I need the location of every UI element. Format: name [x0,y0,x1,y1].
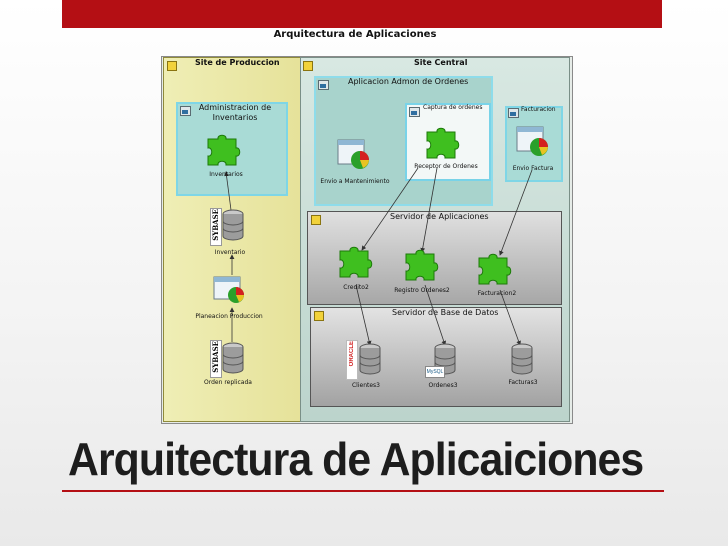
node-label-inventario: Inventario [214,249,246,256]
component-icon [508,108,519,118]
node-label-inventarios: Inventarios [209,171,243,178]
node-label-planeacion: Planeacion Produccion [195,313,263,320]
node-label-envio-mantenimiento: Envio a Mantenimiento [320,178,390,185]
puzzle-icon [478,253,512,285]
app-admon-ordenes-label: Aplicacion Admon de Ordenes [348,77,469,86]
site-central-label: Site Central [414,58,468,67]
sybase-logo: SYBASE [210,208,222,246]
puzzle-icon [426,127,460,159]
servidor-aplicaciones-label: Servidor de Aplicaciones [390,212,489,221]
component-icon [409,107,420,117]
application-window-icon [213,276,244,303]
node-label-envio-factura: Envio Factura [512,165,554,172]
database-icon [359,343,381,375]
servidor-base-datos-label: Servidor de Base de Datos [392,308,499,317]
puzzle-icon [339,246,373,278]
captura-ordenes-label: Captura de ordenes [423,104,483,111]
component-icon [180,106,191,116]
node-label-facturas3: Facturas3 [508,379,538,386]
application-window-icon [516,126,548,156]
node-label-facturacion2: Facturacion2 [477,290,517,297]
component-icon [318,80,329,90]
oracle-logo: ORACLE [346,340,358,380]
node-label-ordenes3: Ordenes3 [428,382,458,389]
puzzle-icon [405,249,439,281]
folder-icon [303,61,313,71]
node-label-registro-ordenes2: Registro Ordenes2 [394,287,450,294]
node-label-receptor-ordenes: Receptor de Ordenes [414,163,478,170]
database-icon [511,343,533,375]
database-icon [222,209,244,241]
facturacion-label: Facturacion [521,106,556,113]
node-label-clientes3: Clientes3 [351,382,381,389]
site-produccion-label: Site de Produccion [195,58,280,67]
diagram-title: Arquitectura de Aplicaciones [273,29,437,40]
database-icon [222,342,244,374]
top-accent-bar [62,0,662,28]
mysql-logo: MySQL [425,366,445,378]
sybase-logo: SYBASE [210,340,222,378]
folder-icon [311,215,321,225]
title-underline [62,490,664,492]
node-label-orden-replicada: Orden replicada [204,379,252,386]
slide-title: Arquitectura de Aplicaiciones [68,433,644,485]
application-window-icon [337,139,369,169]
node-label-credito2: Credito2 [343,284,369,291]
folder-icon [314,311,324,321]
admin-inventarios-label: Administracion de Inventarios [198,103,272,122]
puzzle-icon [207,134,241,166]
folder-icon [167,61,177,71]
